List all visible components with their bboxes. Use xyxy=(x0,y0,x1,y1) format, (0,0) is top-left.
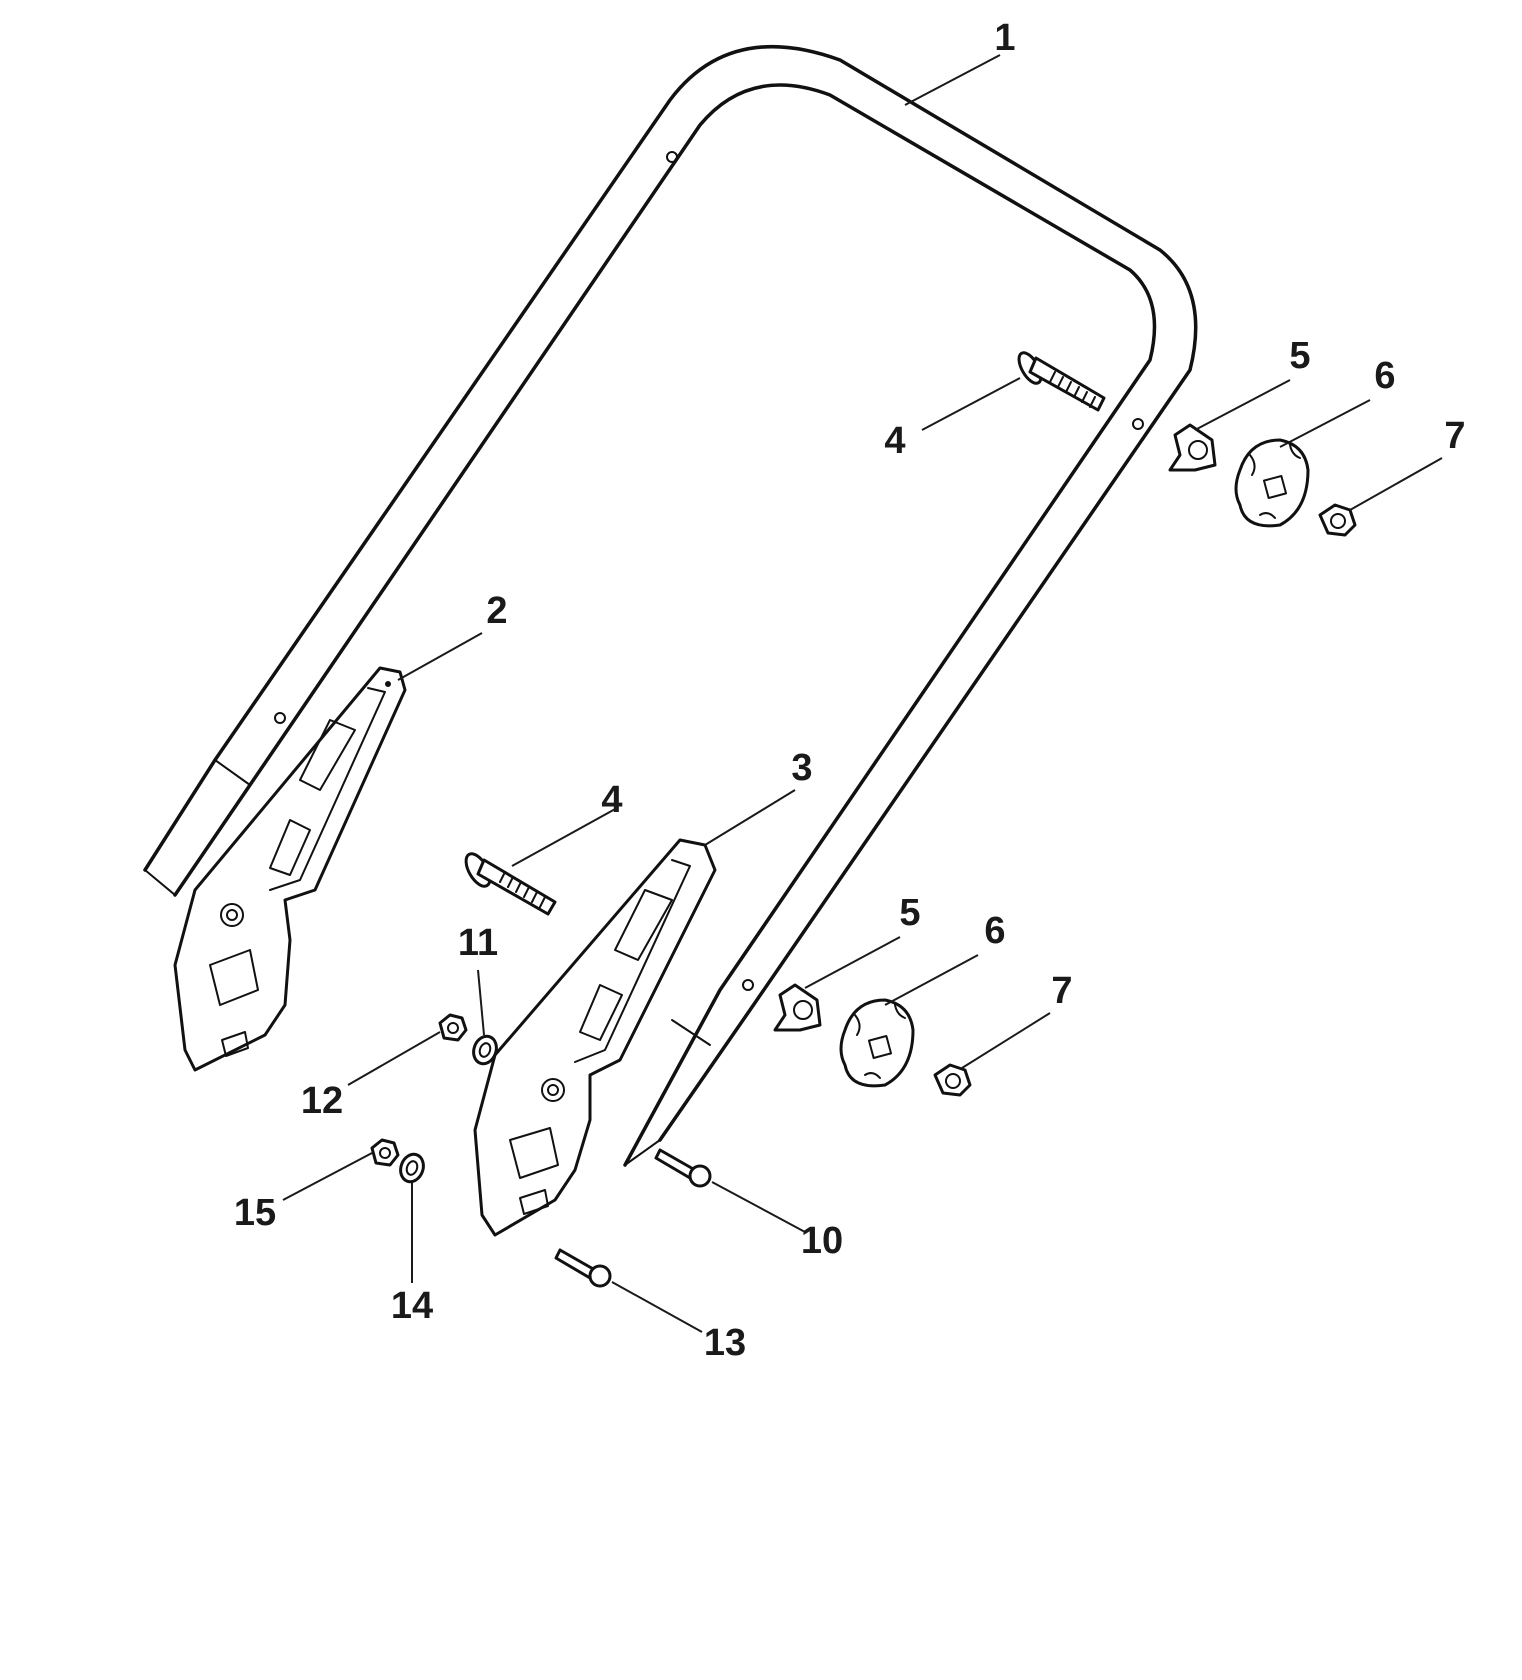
lock-nut-upper xyxy=(1318,503,1357,537)
callout-12: 12 xyxy=(301,1080,343,1122)
callout-14: 14 xyxy=(391,1285,433,1327)
leader-4b xyxy=(511,807,618,867)
nut-12 xyxy=(438,1013,468,1042)
right-bracket xyxy=(473,838,717,1237)
leader-6a xyxy=(1279,399,1371,448)
eccentric-washer-lower xyxy=(773,983,822,1032)
eccentric-washer-upper xyxy=(1168,423,1217,472)
washer-14 xyxy=(399,1152,425,1184)
leader-2 xyxy=(397,632,483,681)
callout-15: 15 xyxy=(234,1192,276,1234)
callout-1: 1 xyxy=(994,17,1015,59)
leader-5b xyxy=(804,936,901,989)
callout-4a: 4 xyxy=(884,420,905,462)
callout-5a: 5 xyxy=(1289,335,1310,377)
leader-11 xyxy=(477,969,485,1036)
nut-15 xyxy=(370,1138,400,1167)
leader-4a xyxy=(921,377,1021,431)
leader-5a xyxy=(1194,379,1291,431)
callout-7a: 7 xyxy=(1444,415,1465,457)
carriage-bolt-upper xyxy=(1017,351,1106,412)
leader-7b xyxy=(961,1012,1051,1069)
callout-2: 2 xyxy=(486,590,507,632)
handle-knob-upper xyxy=(1234,438,1310,528)
screw-10 xyxy=(654,1148,712,1188)
leader-6b xyxy=(884,954,979,1006)
leader-3 xyxy=(704,789,796,846)
leader-10 xyxy=(711,1181,806,1233)
callout-labels: 1 2 3 4 4 5 5 6 6 7 7 10 11 12 13 14 15 xyxy=(234,17,1466,1364)
callout-6a: 6 xyxy=(1374,355,1395,397)
callout-3: 3 xyxy=(791,747,812,789)
left-bracket xyxy=(173,666,407,1072)
leader-13 xyxy=(611,1281,703,1333)
leader-15 xyxy=(282,1152,373,1201)
lock-nut-lower xyxy=(933,1063,972,1097)
carriage-bolt-lower xyxy=(464,852,557,916)
callout-5b: 5 xyxy=(899,892,920,934)
handle-knob-lower xyxy=(839,998,915,1088)
callout-6b: 6 xyxy=(984,910,1005,952)
screw-13 xyxy=(554,1248,612,1288)
callout-7b: 7 xyxy=(1051,970,1072,1012)
callout-13: 13 xyxy=(704,1322,746,1364)
leader-12 xyxy=(347,1031,441,1086)
washer-11 xyxy=(472,1034,498,1066)
leader-1 xyxy=(904,54,1001,106)
callout-4b: 4 xyxy=(601,779,622,821)
leader-7a xyxy=(1349,457,1443,511)
handle-tube xyxy=(143,44,1198,1167)
leader-lines xyxy=(282,54,1443,1333)
callout-11: 11 xyxy=(458,922,498,964)
callout-10: 10 xyxy=(801,1220,843,1262)
